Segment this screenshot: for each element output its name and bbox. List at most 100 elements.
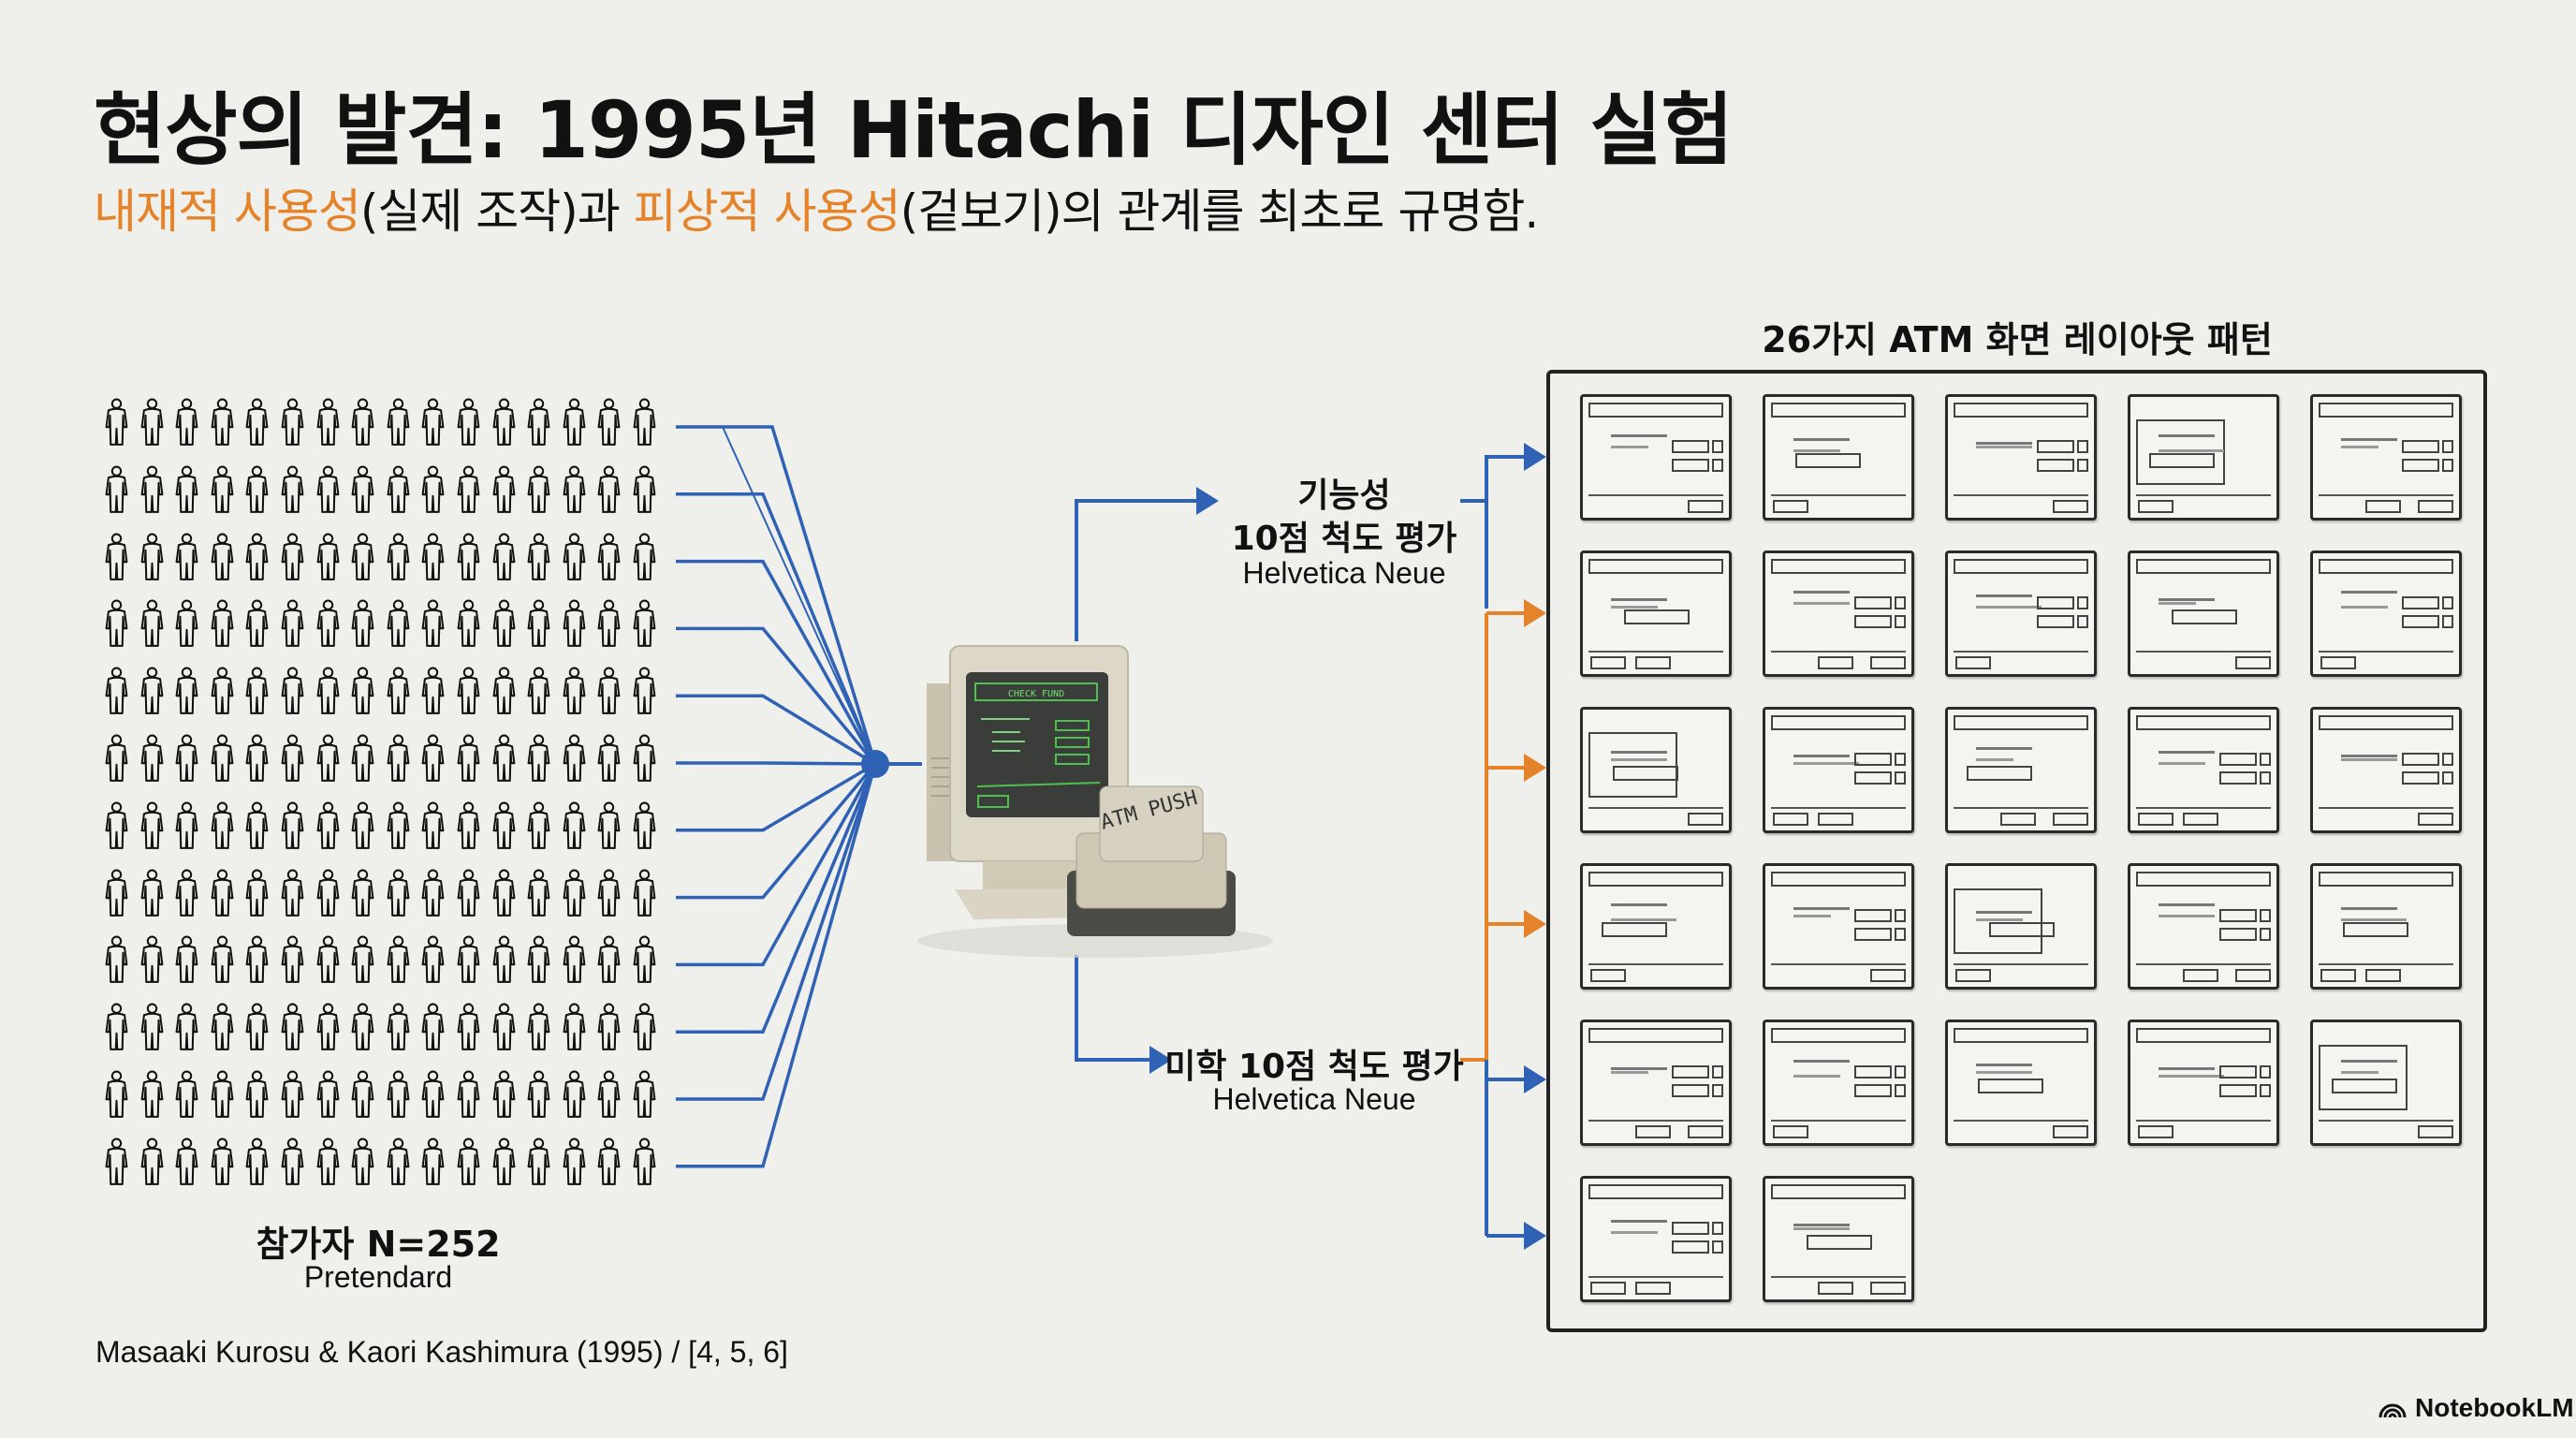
person-icon <box>591 1137 627 1185</box>
person-icon <box>415 935 451 984</box>
atm-layout-thumbnail <box>2310 707 2462 833</box>
person-icon <box>274 935 311 984</box>
person-icon <box>98 465 135 513</box>
arrow-head-icon <box>1524 599 1546 627</box>
subtitle-text: (겉보기)의 관계를 최초로 규명함. <box>900 184 1540 239</box>
person-icon <box>415 599 451 648</box>
participant-connector-line <box>676 762 877 900</box>
participant-connector-line <box>676 559 877 765</box>
person-icon <box>520 533 557 580</box>
person-icon <box>520 1003 557 1051</box>
person-icon <box>168 667 205 715</box>
atm-layout-thumbnail <box>1945 863 2097 990</box>
person-icon <box>556 801 593 849</box>
participant-connector-line <box>722 426 876 765</box>
person-icon <box>134 465 170 513</box>
person-icon <box>204 1003 241 1051</box>
person-icon <box>591 398 627 446</box>
person-icon <box>310 935 346 984</box>
person-icon <box>520 398 557 446</box>
person-icon <box>450 465 487 513</box>
person-icon <box>239 533 275 580</box>
person-icon <box>626 935 663 984</box>
person-icon <box>626 465 663 513</box>
person-icon <box>239 801 275 849</box>
atm-layout-thumbnail <box>1763 1176 1914 1302</box>
person-icon <box>380 1137 417 1185</box>
person-icon <box>344 1070 381 1118</box>
person-icon <box>486 935 522 984</box>
person-icon <box>204 667 241 715</box>
screen-title: CHECK FUND <box>1008 689 1064 699</box>
person-icon <box>591 801 627 849</box>
brand-text: NotebookLM <box>2415 1393 2574 1422</box>
person-icon <box>626 801 663 849</box>
notebooklm-brand: NotebookLM <box>2378 1393 2574 1423</box>
functionality-font-note: Helvetica Neue <box>1242 556 1446 590</box>
person-icon <box>556 465 593 513</box>
person-icon <box>204 1137 241 1185</box>
retro-computer-atm-illustration: CHECK FUND ATM PUSH <box>917 645 1273 958</box>
person-icon <box>134 734 170 782</box>
person-icon <box>520 935 557 984</box>
person-icon <box>204 734 241 782</box>
person-icon <box>239 465 275 513</box>
arrow-head-icon <box>1524 910 1546 938</box>
person-icon <box>274 1003 311 1051</box>
atm-layout-thumbnail <box>2128 863 2279 990</box>
person-icon <box>415 533 451 580</box>
person-icon <box>380 734 417 782</box>
person-icon <box>380 398 417 446</box>
person-icon <box>415 465 451 513</box>
atm-layout-thumbnail <box>1945 394 2097 521</box>
arrow-head-icon <box>1524 754 1546 782</box>
person-icon <box>274 869 311 917</box>
person-icon <box>310 1003 346 1051</box>
person-icon <box>520 1070 557 1118</box>
person-icon <box>626 533 663 580</box>
person-icon <box>239 667 275 715</box>
person-icon <box>626 1137 663 1185</box>
atm-layout-thumbnail <box>1945 707 2097 833</box>
person-icon <box>134 935 170 984</box>
person-icon <box>450 1137 487 1185</box>
person-icon <box>168 465 205 513</box>
person-icon <box>310 599 346 648</box>
person-icon <box>239 599 275 648</box>
arrow-head-icon <box>1524 1222 1546 1250</box>
atm-layout-thumbnail <box>1763 394 1914 521</box>
notebooklm-logo-icon <box>2378 1403 2407 1418</box>
person-icon <box>486 1003 522 1051</box>
arrow-head-icon <box>1524 1065 1546 1093</box>
atm-layout-thumbnail <box>2128 707 2279 833</box>
distribution-line-blue <box>1485 455 1526 609</box>
atm-layout-thumbnail <box>1763 707 1914 833</box>
person-icon <box>380 935 417 984</box>
person-icon <box>98 801 135 849</box>
person-icon <box>591 869 627 917</box>
person-icon <box>450 599 487 648</box>
person-icon <box>520 465 557 513</box>
person-icon <box>486 398 522 446</box>
person-icon <box>450 869 487 917</box>
person-icon <box>98 1070 135 1118</box>
person-icon <box>239 1137 275 1185</box>
person-icon <box>168 1137 205 1185</box>
person-icon <box>626 398 663 446</box>
person-icon <box>591 1003 627 1051</box>
person-icon <box>626 1070 663 1118</box>
atm-layout-thumbnail <box>1763 863 1914 990</box>
person-icon <box>274 533 311 580</box>
person-icon <box>415 667 451 715</box>
atm-layout-thumbnail <box>2128 550 2279 677</box>
person-icon <box>274 734 311 782</box>
person-icon <box>380 465 417 513</box>
person-icon <box>486 869 522 917</box>
atm-layout-thumbnail <box>1580 550 1732 677</box>
participant-connector-line <box>676 761 876 766</box>
participant-connector-line <box>676 694 876 766</box>
person-icon <box>168 935 205 984</box>
participant-connector-line <box>676 763 877 1168</box>
atm-layout-thumbnail <box>2310 1020 2462 1146</box>
participant-connector-line <box>676 425 877 765</box>
